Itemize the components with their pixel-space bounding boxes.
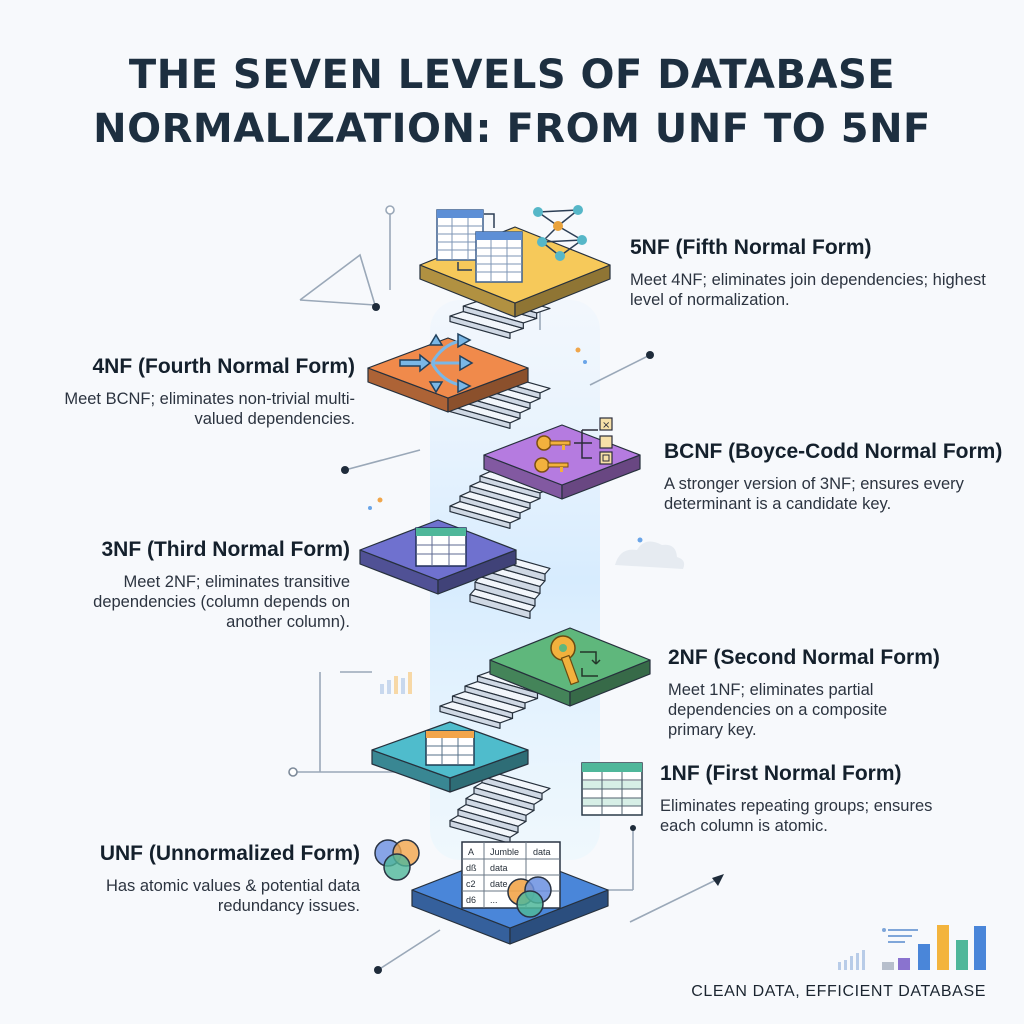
unf-table-cell: date [490,879,508,889]
unf-table-cell: Jumble [490,847,519,857]
stair-riser [479,475,541,499]
stair-riser [473,786,535,812]
level-name: 3NF (Third Normal Form) [101,538,350,561]
stair-riser [457,808,519,834]
bar-chart-decoration [838,925,986,970]
page-title-line-1: THE SEVEN LEVELS OF DATABASE [128,52,896,98]
level-description: Meet 4NF; eliminates join dependencies; … [630,271,986,309]
key-with-arrows-icon [550,635,601,686]
level-2nf: 2NF (Second Normal Form) Meet 1NF; elimi… [668,646,940,740]
stair-riser [449,819,511,845]
level-description: Meet 2NF; eliminates transitive dependen… [93,573,350,631]
level-description: Eliminates repeating groups; ensures eac… [660,797,933,835]
level-4nf: 4NF (Fourth Normal Form) Meet BCNF; elim… [40,355,355,429]
stair-riser [439,705,501,730]
cloud-decoration [615,541,685,569]
level-name: 5NF (Fifth Normal Form) [630,236,872,259]
level-bcnf: BCNF (Boyce-Codd Normal Form) A stronger… [664,440,1009,514]
stair-riser [459,495,521,520]
decorative-dots [288,303,724,974]
branching-arrows-icon [399,332,474,394]
level-description: Meet BCNF; eliminates non-trivial multi-… [64,390,355,428]
level-3nf: 3NF (Third Normal Form) Meet 2NF; elimin… [60,538,350,632]
tables-and-network-graph-icon [436,205,587,283]
level-name: UNF (Unnormalized Form) [99,842,360,865]
svg-text:×: × [602,420,610,431]
unf-table-cell: ... [490,895,498,905]
unf-table-cell: d6 [466,895,476,905]
stair-riser [449,505,511,530]
stair-flight-unf-1nf [449,770,551,845]
unf-table-cell: A [468,847,474,857]
stair-riser [451,695,514,720]
level-name: BCNF (Boyce-Codd Normal Form) [664,440,1003,463]
level-name: 2NF (Second Normal Form) [668,646,940,669]
page-title-line-2: NORMALIZATION: FROM UNF TO 5NF [93,106,931,152]
stair-riser [469,594,531,620]
level-description: Meet 1NF; eliminates partial dependencie… [668,681,888,739]
table-grid-icon [415,527,467,567]
level-1nf: 1NF (First Normal Form) Eliminates repea… [660,762,950,836]
level-5nf: 5NF (Fifth Normal Form) Meet 4NF; elimin… [630,236,1020,310]
platform-4nf-top-face [367,337,529,399]
unf-table-cell: data [490,863,508,873]
unf-table-cell: dß [466,863,477,873]
jumbled-table-venn-icon: A Jumble data dß data c2 date d6 ... [461,841,561,918]
footer-tagline: CLEAN DATA, EFFICIENT DATABASE [691,983,986,1000]
unf-table-cell: data [533,847,551,857]
stair-riser [469,485,531,509]
keys-to-checkboxes-icon: × [534,417,613,473]
platform-4nf [367,337,529,413]
level-description: Has atomic values & potential data redun… [105,877,360,915]
venn-diagram-icon [374,839,420,881]
stair-riser [462,305,524,329]
table-grid-icon [581,762,643,816]
stair-riser [449,315,511,339]
stair-riser [474,581,536,607]
stair-riser [464,685,526,710]
unf-table-cell: c2 [466,879,476,889]
table-grid-icon [425,730,475,766]
stair-riser [465,797,527,823]
level-unf: UNF (Unnormalized Form) Has atomic value… [60,842,360,916]
level-name: 1NF (First Normal Form) [660,762,902,785]
mini-bars-left [380,672,412,694]
level-description: A stronger version of 3NF; ensures every… [664,475,964,513]
level-name: 4NF (Fourth Normal Form) [92,355,356,378]
